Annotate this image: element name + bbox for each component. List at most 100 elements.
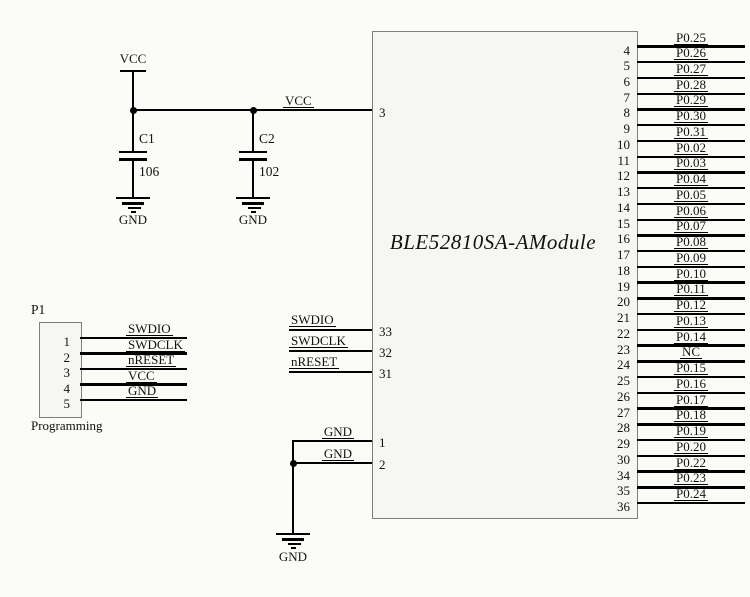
net-label-gnd: GND xyxy=(321,446,355,461)
pin-number: 33 xyxy=(379,324,392,339)
net-label-wrap: GND xyxy=(314,447,362,461)
net-label-wrap: GND xyxy=(126,384,192,398)
c2-value: 102 xyxy=(259,164,280,179)
gnd2-wire xyxy=(292,461,372,465)
net-label-wrap: P0.18 xyxy=(646,407,736,423)
module-title: BLE52810SA-AModule xyxy=(389,230,597,254)
pin-number: 15 xyxy=(617,215,630,231)
net-label-wrap: P0.24 xyxy=(646,487,736,502)
gnd-symbol-icon xyxy=(130,210,136,213)
pin-wire xyxy=(637,139,745,143)
gnd-symbol-icon xyxy=(122,202,144,205)
pin-number: 5 xyxy=(623,58,631,74)
net-label-wrap: P0.30 xyxy=(646,108,736,124)
net-label: P0.09 xyxy=(674,249,708,265)
net-label: P0.28 xyxy=(674,76,708,92)
net-label-wrap: NC xyxy=(646,345,736,360)
net-label: P0.30 xyxy=(674,108,708,124)
net-label-wrap: GND xyxy=(314,425,362,439)
junction-dot xyxy=(289,459,297,467)
net-label-wrap: P0.26 xyxy=(646,45,736,61)
pin-wire xyxy=(637,76,745,80)
c2-lead-wire xyxy=(251,110,255,151)
pin-number: 13 xyxy=(617,184,630,200)
net-label-wrap: P0.19 xyxy=(646,424,736,439)
gnd-symbol-icon xyxy=(276,533,310,536)
c1-gnd-label: GND xyxy=(118,212,148,227)
pin-number: 36 xyxy=(617,499,630,515)
pin-number: 2 xyxy=(379,457,386,472)
pin-wire xyxy=(637,501,745,505)
net-label: P0.29 xyxy=(674,92,708,108)
net-label: P0.25 xyxy=(674,29,708,45)
pin-wire xyxy=(637,61,745,64)
net-label: P0.03 xyxy=(674,155,708,171)
gnd-symbol-icon xyxy=(287,543,301,545)
c2-gnd-label: GND xyxy=(238,212,268,227)
net-label: P0.26 xyxy=(674,45,708,61)
capacitor-icon xyxy=(119,158,147,161)
c1-gnd-lead-wire xyxy=(131,161,135,198)
gnd-symbol-icon xyxy=(242,202,264,205)
net-label-wrap: SWDCLK xyxy=(289,334,369,348)
net-label: P0.12 xyxy=(674,297,708,313)
net-label-wrap: nRESET xyxy=(289,355,369,369)
gnd-symbol-icon xyxy=(116,197,150,200)
net-label: P0.11 xyxy=(674,281,708,297)
gnd-symbol-icon xyxy=(250,210,256,213)
vcc-symbol-label: VCC xyxy=(119,51,147,66)
net-label-wrap: SWDIO xyxy=(126,322,192,336)
net-label: P0.17 xyxy=(674,391,708,407)
pin-number: 21 xyxy=(617,310,630,326)
pin-wire xyxy=(80,398,187,402)
net-label: P0.23 xyxy=(674,470,708,486)
pin-wire xyxy=(637,438,745,442)
pin-number: 9 xyxy=(623,121,631,137)
pin-number: 5 xyxy=(63,396,71,411)
net-label: P0.06 xyxy=(674,202,708,218)
pin-wire xyxy=(637,155,745,158)
net-label-wrap: P0.10 xyxy=(646,267,736,281)
pin-wire xyxy=(637,187,745,190)
net-label-wrap: P0.16 xyxy=(646,377,736,391)
pin-number: 2 xyxy=(63,349,71,365)
pin-wire xyxy=(80,367,187,371)
pin-number: 20 xyxy=(617,294,630,310)
pin-wire xyxy=(637,470,745,473)
pin-wire xyxy=(637,344,745,347)
net-label: VCC xyxy=(126,367,157,383)
capacitor-icon xyxy=(239,158,267,161)
net-label: P0.27 xyxy=(674,60,708,76)
gnd-drop-wire xyxy=(291,441,295,533)
net-label: P0.04 xyxy=(674,171,708,187)
net-label: nRESET xyxy=(126,352,177,367)
net-label-wrap: P0.29 xyxy=(646,92,736,108)
net-label-swdclk: SWDCLK xyxy=(289,333,348,348)
pin-wire xyxy=(637,265,745,269)
net-label-wrap: P0.04 xyxy=(646,171,736,187)
net-label: GND xyxy=(126,383,159,398)
net-label-wrap: VCC xyxy=(126,369,192,383)
c2-gnd-lead-wire xyxy=(251,161,255,198)
pin-number: 25 xyxy=(617,373,630,389)
pin-number: 30 xyxy=(617,451,630,467)
net-label-wrap: P0.31 xyxy=(646,125,736,139)
c1-ref: C1 xyxy=(139,131,155,146)
gnd1-wire xyxy=(292,439,372,443)
net-label-wrap: P0.27 xyxy=(646,62,736,76)
pin-number: 26 xyxy=(617,388,630,404)
pin-wire xyxy=(637,281,745,284)
pin-wire xyxy=(637,297,745,300)
pin-number: 34 xyxy=(617,467,630,483)
capacitor-icon xyxy=(239,150,267,154)
net-label: P0.18 xyxy=(674,407,708,423)
pin-wire xyxy=(637,45,745,48)
pin-wire xyxy=(637,171,745,174)
net-label-wrap: P0.20 xyxy=(646,440,736,454)
net-label-wrap: P0.17 xyxy=(646,393,736,407)
pin-number: 10 xyxy=(617,136,630,152)
net-label: P0.16 xyxy=(674,375,708,391)
net-label-wrap: P0.03 xyxy=(646,155,736,171)
capacitor-icon xyxy=(119,150,147,154)
pin-number: 8 xyxy=(623,105,631,121)
